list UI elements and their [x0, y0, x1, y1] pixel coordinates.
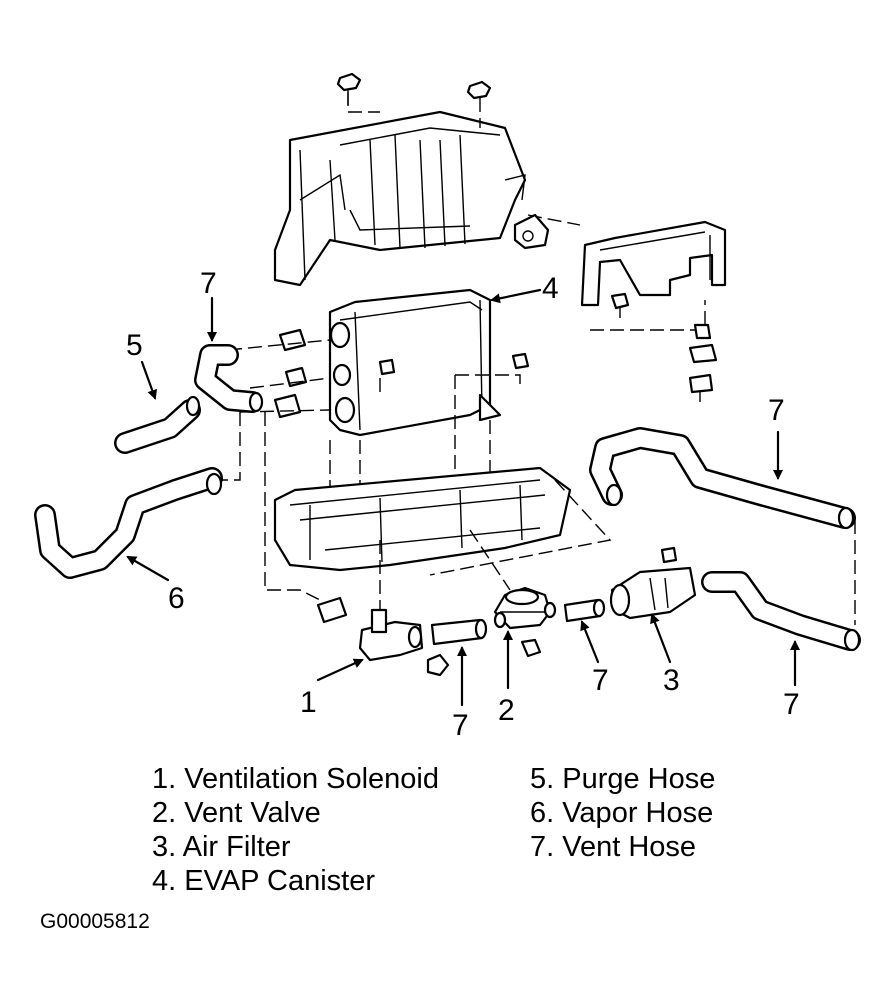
vapor-hose [34, 467, 223, 579]
air-filter [609, 566, 697, 620]
legend-item: 5. Purge Hose [530, 763, 716, 795]
callout-2: 2 [498, 694, 515, 727]
legend-item: 1. Ventilation Solenoid [152, 763, 439, 795]
canister-tray [273, 466, 572, 572]
bolt [378, 358, 396, 376]
callout-4: 4 [542, 272, 559, 305]
legend-right-column: 5. Purge Hose 6. Vapor Hose 7. Vent Hose [530, 762, 715, 864]
mounting-bracket [580, 220, 727, 307]
nut [660, 546, 678, 564]
callout-5: 5 [126, 329, 143, 362]
grommet [688, 343, 718, 364]
retainer-clip [513, 213, 550, 250]
legend-left-column: 1. Ventilation Solenoid 2. Vent Valve 3.… [152, 762, 439, 898]
bolt [466, 80, 492, 100]
evap-canister [328, 288, 502, 437]
ventilation-solenoid [358, 608, 424, 662]
callout-6: 6 [168, 582, 185, 615]
legend-item: 3. Air Filter [152, 831, 291, 863]
callout-3: 3 [663, 664, 680, 697]
evap-system-diagram: 7 5 4 7 6 1 7 2 7 3 7 [34, 72, 861, 742]
vent-hose [430, 618, 488, 646]
bolt [336, 72, 362, 105]
callout-7-bottom-right: 7 [783, 688, 800, 721]
legend-item: 7. Vent Hose [530, 831, 697, 863]
vent-hose [701, 571, 861, 652]
legend-item: 2. Vent Valve [152, 797, 321, 829]
legend-item: 6. Vapor Hose [530, 797, 714, 829]
hose-clamp [316, 596, 348, 624]
hose-clamp [273, 393, 302, 419]
bolt [688, 373, 714, 402]
callout-1: 1 [300, 686, 317, 719]
callout-7-top-left: 7 [200, 267, 217, 300]
callout-7-right: 7 [768, 394, 785, 427]
vent-hose [194, 344, 264, 413]
figure-id: G00005812 [40, 910, 150, 933]
upper-cover [273, 110, 527, 287]
callout-7-bottom-left: 7 [452, 709, 469, 742]
callout-7-bottom-middle: 7 [592, 664, 609, 697]
grommet [693, 323, 712, 340]
hose-clamp [278, 328, 307, 352]
bolt [511, 352, 530, 370]
vent-hose [589, 427, 856, 530]
legend-item: 4. EVAP Canister [152, 865, 375, 897]
vent-hose [563, 598, 606, 623]
nut [520, 638, 542, 658]
purge-hose [114, 395, 201, 454]
hose-clamp [284, 366, 308, 388]
nut [426, 653, 450, 677]
bolt [610, 292, 630, 318]
vent-valve [493, 586, 557, 630]
